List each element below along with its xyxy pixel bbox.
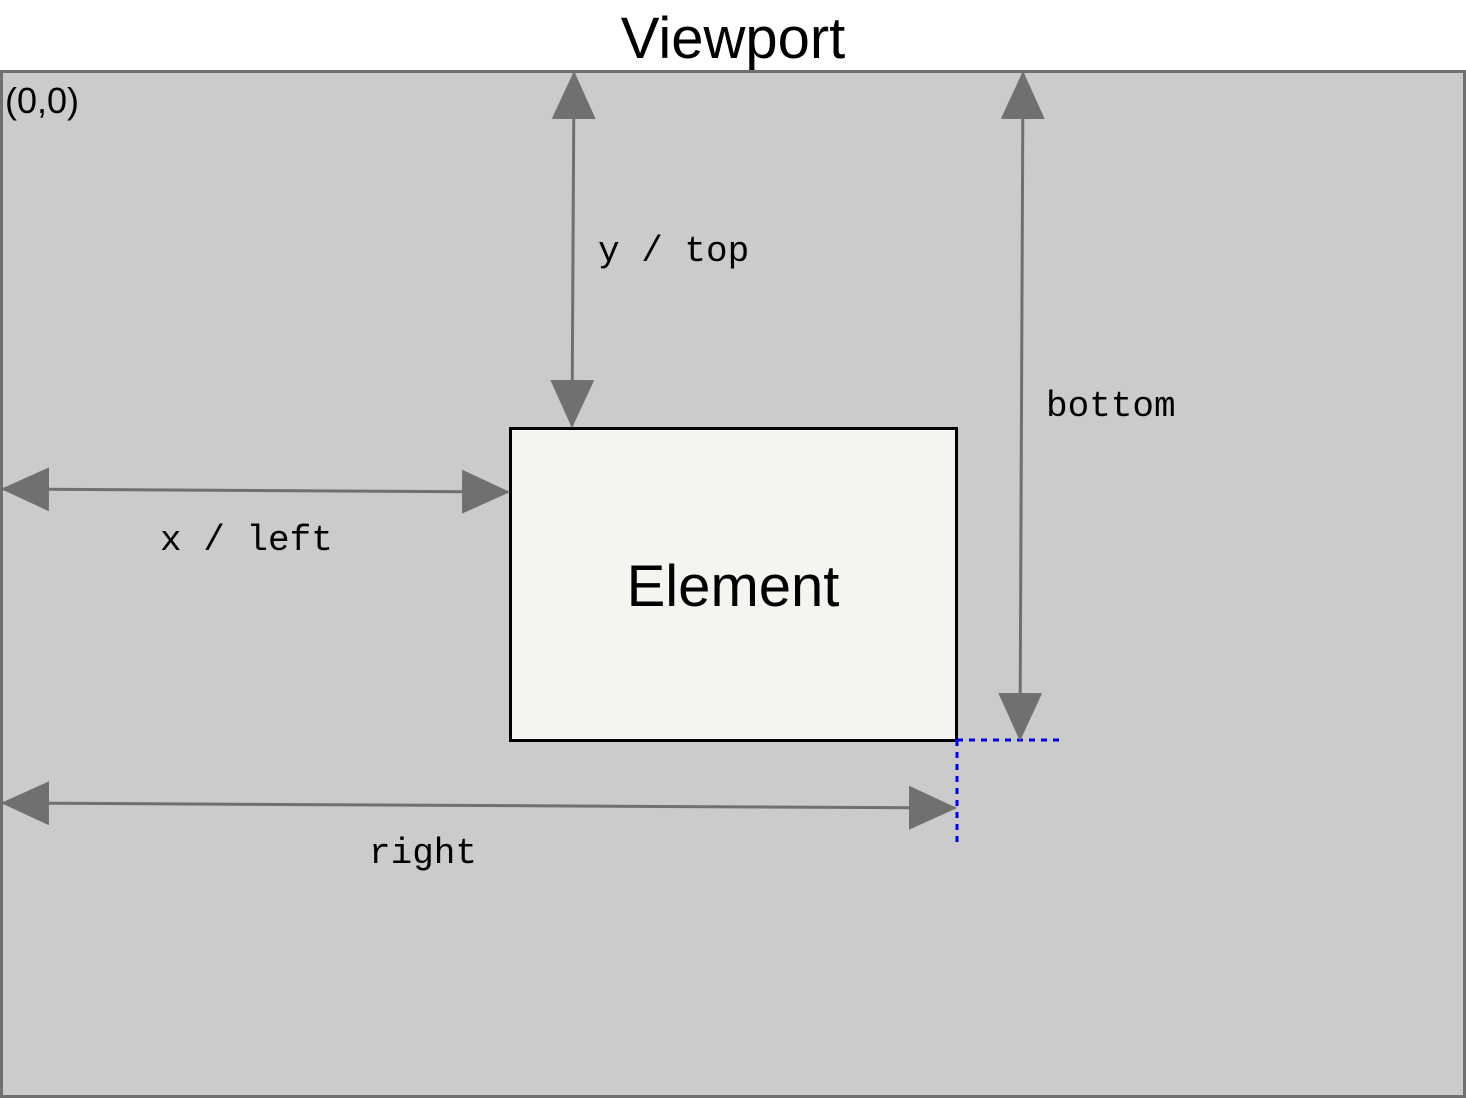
left-distance-label: x / left xyxy=(160,520,333,561)
element-box xyxy=(509,427,958,742)
bottom-distance-arrow xyxy=(998,71,1045,741)
left-distance-arrow xyxy=(1,467,510,514)
top-distance-arrow xyxy=(550,71,596,428)
bottom-distance-label: bottom xyxy=(1046,386,1176,427)
right-distance-label: right xyxy=(369,833,477,874)
right-distance-arrow xyxy=(1,781,957,830)
origin-label: (0,0) xyxy=(5,80,79,121)
viewport-title: Viewport xyxy=(621,6,846,71)
top-distance-label: y / top xyxy=(598,231,749,272)
element-label: Element xyxy=(627,554,840,619)
